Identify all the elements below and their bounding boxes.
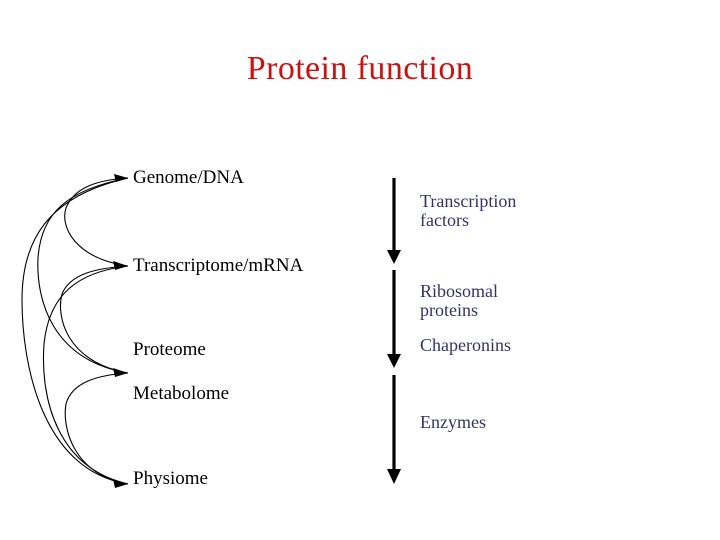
product-label-enzymes: Enzymes [420,412,486,432]
arc-arrowhead-physiome [113,479,128,488]
product-line-1: Transcription [420,191,517,211]
arc-arrowhead-genome [114,174,128,182]
arc-physiome-to-genome [21,177,129,485]
level-label-genome: Genome/DNA [133,167,244,188]
flow-arrowhead-2 [387,354,401,368]
product-line-1: Ribosomal [420,281,499,301]
product-label-chaperonins: Chaperonins [420,335,511,355]
level-label-proteome: Proteome [133,339,206,360]
arc-physiome-to-transcriptome [42,265,129,485]
flow-arrowhead-1 [387,250,401,264]
arc-transcriptome-to-genome [64,177,129,267]
arc-arrowhead-proteome [113,368,128,377]
arc-physiome-to-proteome [64,372,129,485]
product-line-2: proteins [420,300,478,321]
product-label-transcription-factors: Transcription factors [420,191,517,231]
arc-proteome-to-genome [37,177,129,374]
level-label-physiome: Physiome [133,468,208,489]
product-line-2: factors [420,210,469,231]
level-label-transcriptome: Transcriptome/mRNA [133,255,304,276]
level-label-metabolome: Metabolome [133,383,230,404]
arc-proteome-to-transcriptome [59,265,129,374]
flow-arrowhead-3 [387,469,401,484]
page-title: Protein function [246,50,474,87]
product-label-ribosomal-proteins: Ribosomal proteins [420,281,499,321]
arc-arrowhead-transcriptome [113,261,128,270]
